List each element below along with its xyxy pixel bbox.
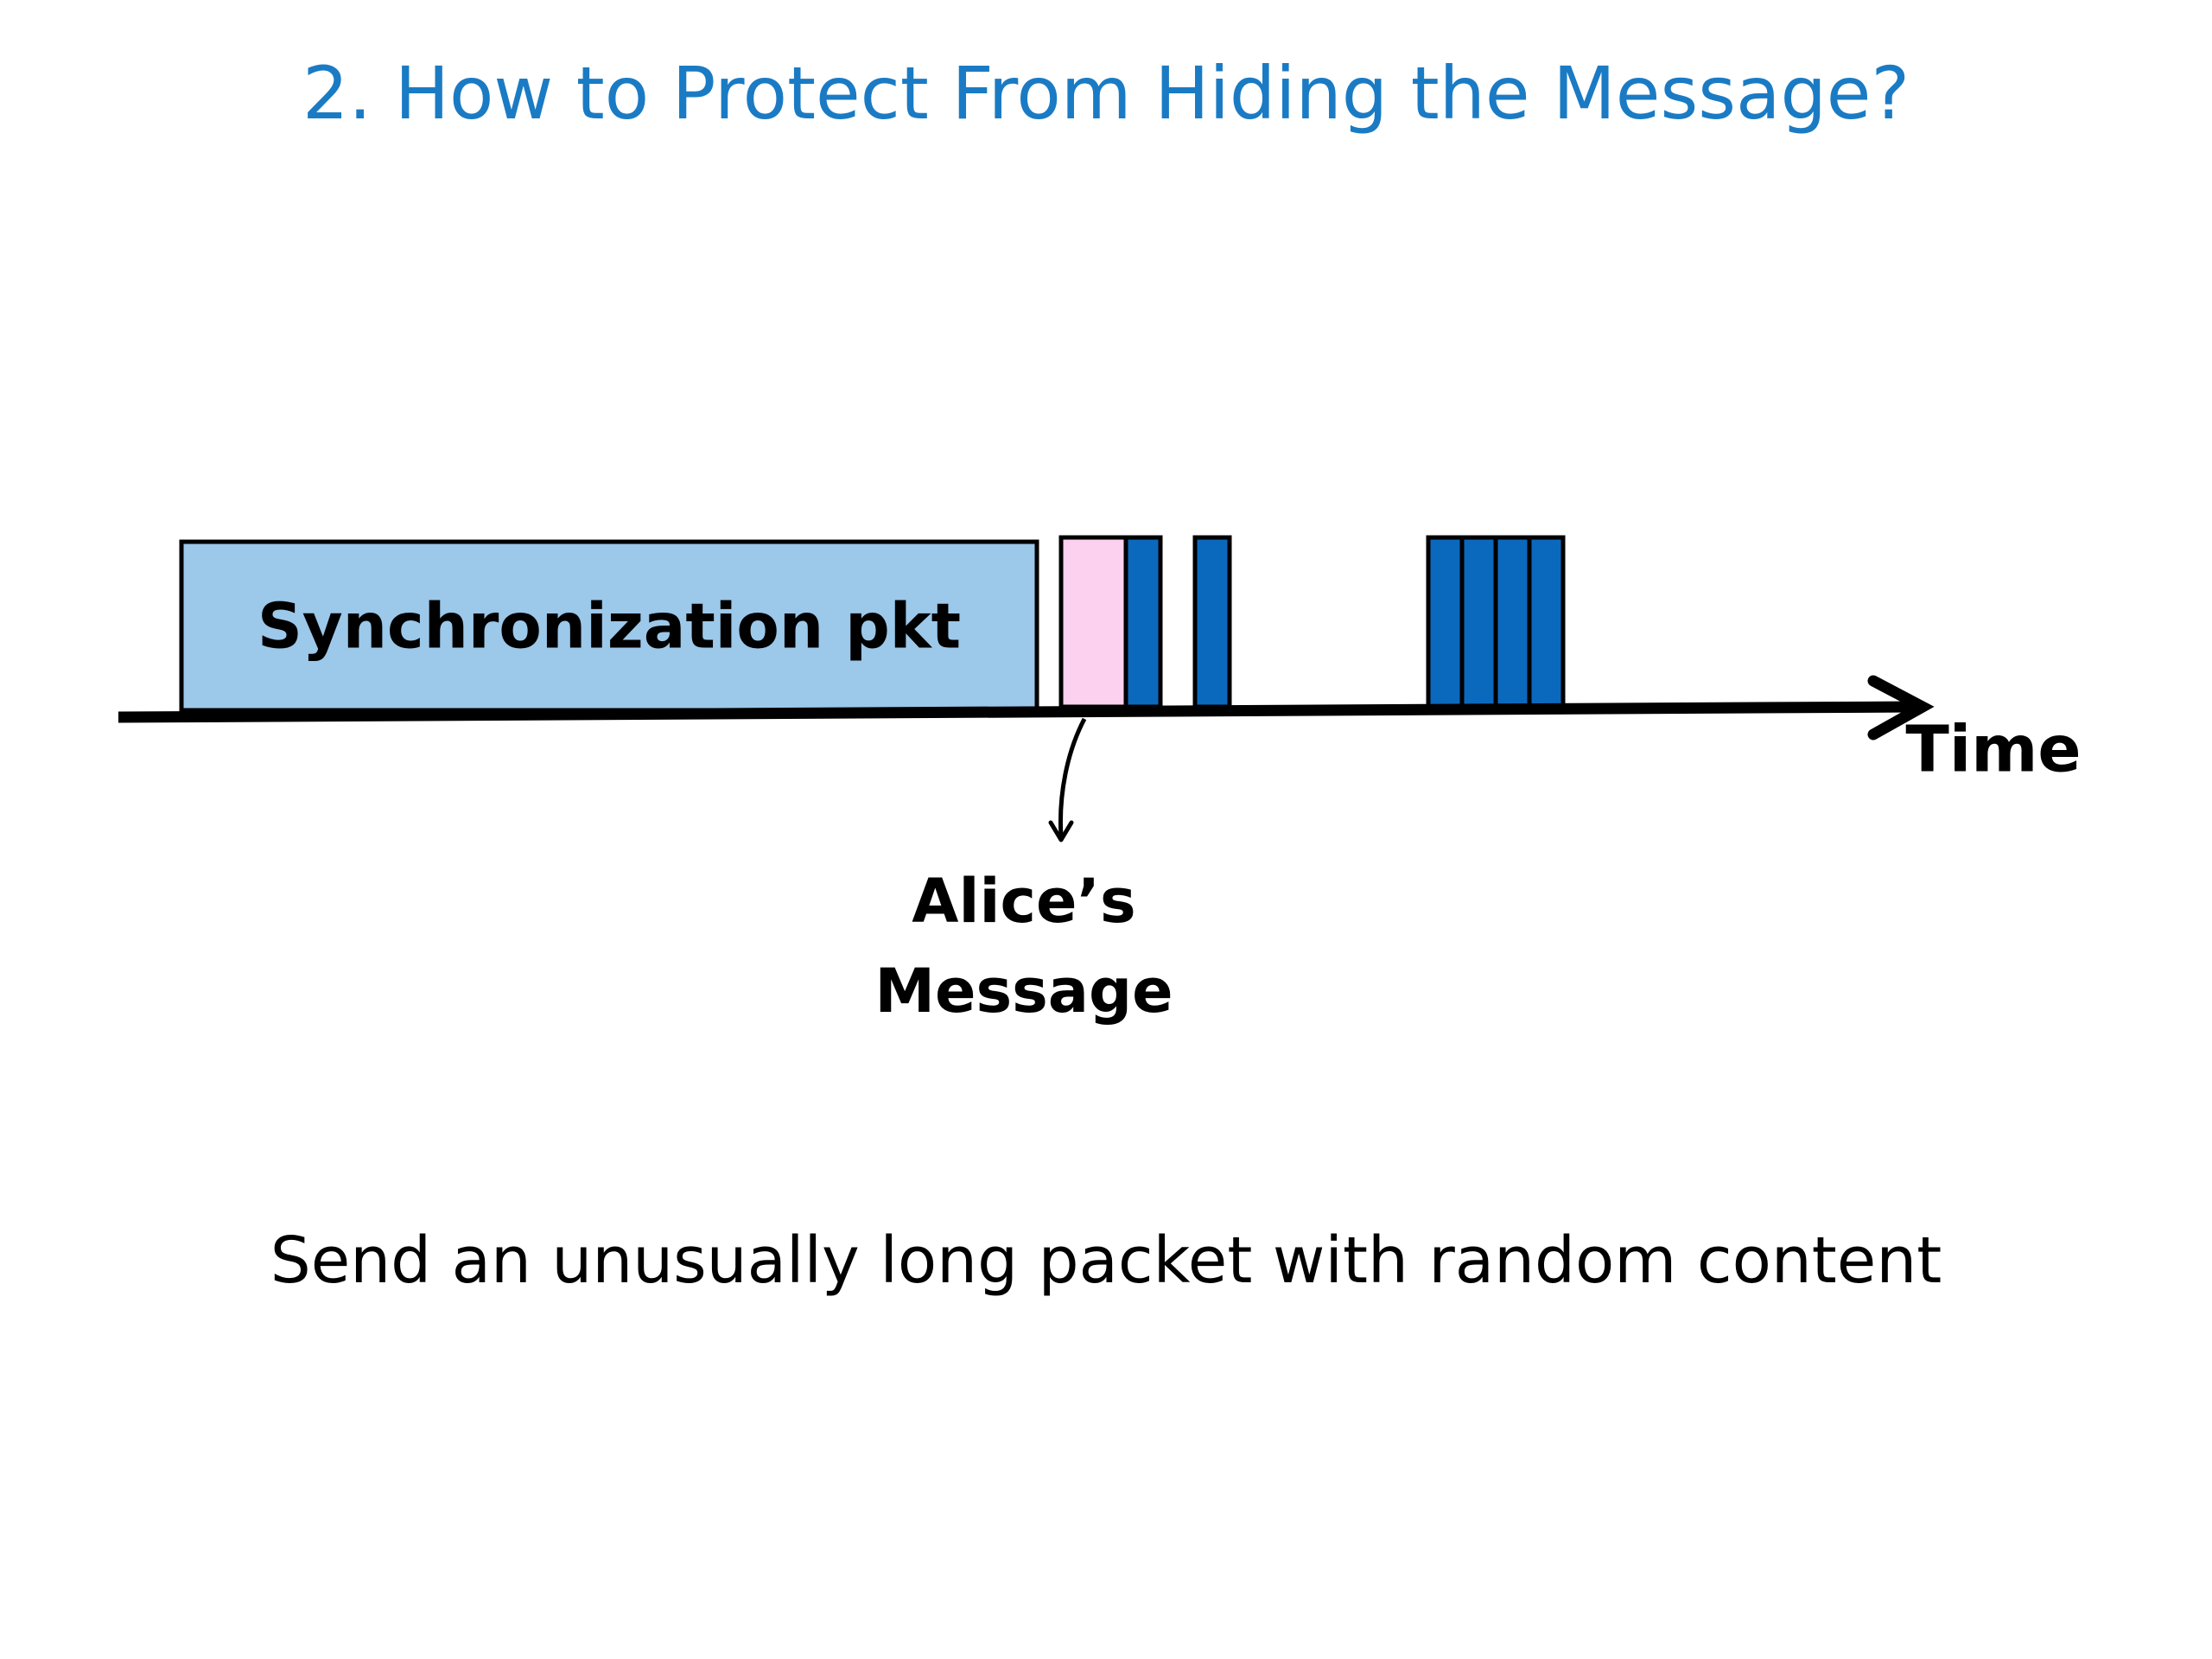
data-packet [1426, 535, 1465, 709]
data-packet [1192, 535, 1232, 709]
alice-message-packet [1058, 535, 1128, 709]
time-axis-arrowhead [1867, 675, 1935, 741]
synchronization-packet-label: Synchronization pkt [257, 590, 961, 663]
slide-caption: Send an unusually long packet with rando… [270, 1224, 1942, 1298]
data-packet [1459, 535, 1498, 709]
alice-pointer-arrow [1058, 717, 1087, 837]
alice-message-label-line1: Alice’s [912, 866, 1135, 937]
data-packet [1493, 535, 1532, 709]
alice-message-label-line2: Message [874, 956, 1173, 1027]
time-axis-line [118, 701, 1915, 723]
slide-title: 2. How to Protect From Hiding the Messag… [302, 51, 1910, 136]
alice-pointer-arrowhead [1048, 820, 1074, 842]
time-axis-label: Time [1905, 713, 2081, 787]
data-packet [1527, 535, 1566, 709]
synchronization-packet [179, 539, 1039, 713]
data-packet [1123, 535, 1163, 709]
